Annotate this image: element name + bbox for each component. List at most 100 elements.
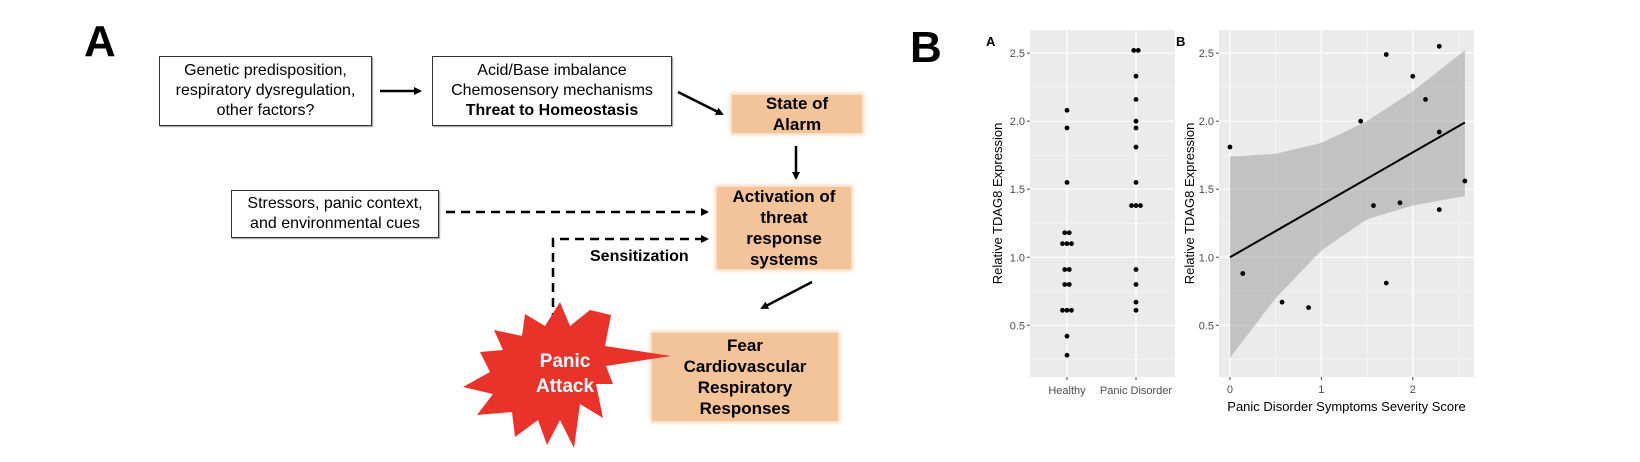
chart-a-ytick-label: 1.5 (1010, 184, 1025, 196)
chart-a-ytick-label: 1.0 (1010, 252, 1025, 264)
box-line: Stressors, panic context, (247, 195, 423, 212)
box-activation-threat-response: Activation of threat response systems (717, 187, 851, 269)
box-line: Chemosensory mechanisms (451, 82, 653, 99)
chart-a-point-panic-disorder (1129, 203, 1134, 208)
box-stressors: Stressors, panic context, and environmen… (231, 190, 439, 238)
chart-b-xtick-label: 1 (1318, 384, 1324, 396)
box-state-of-alarm: State of Alarm (732, 94, 862, 134)
chart-a-point-panic-disorder (1133, 125, 1139, 131)
chart-a-point-panic-disorder (1133, 118, 1139, 124)
arrow-activation-to-responses (760, 280, 813, 310)
chart-a-point-healthy (1064, 241, 1070, 247)
box-line: respiratory dysregulation, (175, 82, 356, 99)
chart-b-point (1436, 43, 1442, 49)
chart-b-xlabel: Panic Disorder Symptoms Severity Score (1227, 399, 1465, 414)
box-genetic-predisposition: Genetic predisposition, respiratory dysr… (159, 56, 372, 126)
chart-b-ytick-label: 2.5 (1199, 48, 1214, 60)
chart-b-ylabel: Relative TDAG8 Expression (1182, 123, 1197, 285)
box-line: Genetic predisposition, (184, 62, 347, 79)
chart-b-point (1423, 97, 1428, 102)
chart-a-point-healthy (1066, 267, 1072, 272)
chart-a-point-healthy (1069, 241, 1074, 247)
chart-b-ytick-label: 0.5 (1199, 320, 1214, 332)
box-line: Fear (727, 336, 763, 355)
chart-b-panel-label: B (1176, 34, 1185, 49)
box-line: other factors? (216, 102, 315, 119)
box-line-bold: Threat to Homeostasis (465, 102, 639, 119)
box-line: systems (749, 250, 819, 269)
chart-b-xtick-label: 0 (1227, 384, 1233, 396)
chart-b-point (1306, 305, 1311, 310)
sensitization-label: Sensitization (590, 248, 689, 265)
chart-b-ytick-label: 2.0 (1199, 116, 1214, 128)
chart-b-confidence-band (1229, 50, 1465, 358)
arrow-sensitization-loop (551, 235, 709, 322)
panel-a-letter: A (84, 17, 116, 66)
box-line: State of (765, 94, 829, 113)
chart-a-point-panic-disorder (1133, 180, 1139, 185)
chart-a-point-panic-disorder (1133, 203, 1139, 208)
chart-a-point-panic-disorder (1131, 48, 1137, 53)
box-acid-base: Acid/Base imbalance Chemosensory mechani… (432, 56, 672, 126)
box-line: response (746, 229, 822, 248)
panic-attack-label-line2: Attack (536, 376, 595, 397)
chart-a-point-panic-disorder (1133, 73, 1139, 79)
box-line: Cardiovascular (683, 357, 807, 376)
chart-a-point-healthy (1062, 230, 1068, 236)
arrow-acid-to-alarm (677, 90, 724, 116)
chart-b-point (1462, 178, 1468, 184)
panel-b-letter: B (910, 23, 942, 72)
chart-a-point-healthy (1064, 180, 1070, 185)
chart-b-point (1240, 271, 1246, 276)
chart-a-point-panic-disorder (1133, 267, 1139, 272)
panic-attack-starburst (463, 302, 671, 448)
chart-a-point-healthy (1069, 307, 1074, 313)
chart-b-point (1410, 73, 1416, 79)
chart-a-point-panic-disorder (1138, 203, 1143, 208)
chart-a-point-healthy (1064, 352, 1070, 358)
chart-a-point-healthy (1062, 282, 1068, 287)
chart-b-point (1227, 144, 1233, 150)
box-line: Responses (699, 399, 791, 418)
chart-a-point-panic-disorder (1133, 282, 1139, 287)
chart-b-point (1397, 200, 1403, 206)
box-fear-responses: Fear Cardiovascular Respiratory Response… (652, 333, 838, 421)
chart-a-point-healthy (1066, 282, 1072, 287)
chart-a-xtick-label: Panic Disorder (1100, 385, 1172, 397)
chart-a-panel-label: A (986, 34, 996, 49)
chart-b-point (1383, 52, 1389, 57)
chart-a-point-healthy (1064, 333, 1070, 339)
box-line: Respiratory (697, 378, 793, 397)
chart-a-point-healthy (1060, 241, 1065, 247)
chart-b-point (1383, 280, 1389, 286)
box-line: Activation of (732, 187, 836, 206)
chart-a-point-healthy (1064, 125, 1070, 131)
chart-a-ylabel: Relative TDAG8 Expression (990, 123, 1005, 285)
chart-b-point (1436, 129, 1442, 135)
chart-a-point-panic-disorder (1133, 144, 1139, 150)
panel-a-arrows: Sensitization Panic Attack (380, 87, 813, 448)
chart-b-point (1371, 203, 1376, 208)
box-line: Acid/Base imbalance (477, 62, 627, 79)
chart-a-ytick-label: 0.5 (1010, 320, 1025, 332)
chart-b-ytick-label: 1.5 (1199, 184, 1214, 196)
chart-a-point-panic-disorder (1133, 307, 1139, 313)
chart-a-point-healthy (1066, 230, 1072, 236)
chart-a-point-panic-disorder (1133, 299, 1139, 305)
chart-a-plot-background (1030, 30, 1175, 377)
box-line: Alarm (772, 115, 822, 134)
chart-b-point (1279, 299, 1285, 305)
chart-a-ytick-label: 2.5 (1010, 48, 1025, 60)
chart-a-point-healthy (1064, 107, 1070, 113)
chart-b-regression-line (1229, 121, 1466, 259)
chart-a-point-panic-disorder (1133, 97, 1139, 102)
box-line: threat (760, 208, 808, 227)
chart-a-point-healthy (1062, 267, 1068, 272)
chart-a-ytick-label: 2.0 (1010, 116, 1025, 128)
box-line: and environmental cues (250, 215, 420, 232)
chart-b-point (1436, 207, 1442, 213)
chart-b-xtick-label: 2 (1410, 384, 1416, 396)
chart-a-point-healthy (1064, 307, 1070, 313)
